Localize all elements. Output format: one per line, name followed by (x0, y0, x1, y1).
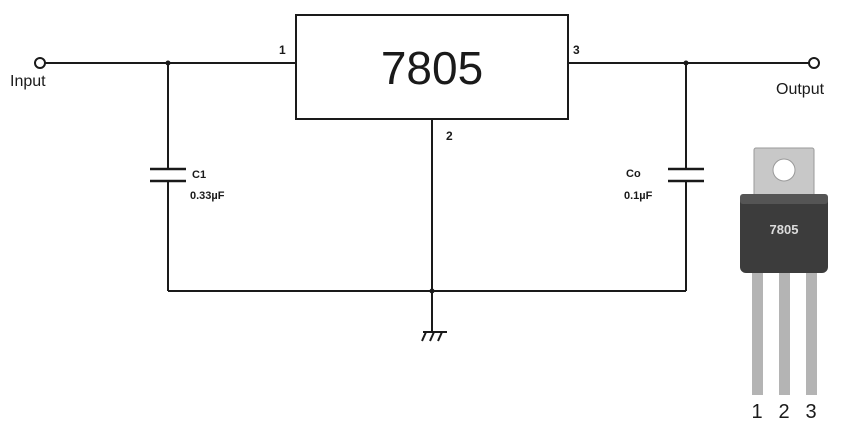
output-capacitor (668, 63, 704, 291)
package-marking: 7805 (770, 222, 799, 237)
package-lead-3-label: 3 (805, 401, 816, 423)
package-lead-2-label: 2 (778, 401, 789, 423)
output-capacitor-designator: Co (626, 168, 641, 180)
regulator-ic-box (295, 14, 569, 120)
pin-1-label: 1 (279, 43, 286, 57)
input-capacitor-designator: C1 (192, 169, 206, 181)
output-label: Output (776, 81, 825, 98)
input-terminal-node (34, 57, 46, 69)
input-capacitor-value: 0.33µF (190, 190, 225, 202)
package-mounting-hole (772, 158, 796, 182)
package-lead-1 (752, 265, 763, 395)
regulator-part-number: 7805 (381, 42, 483, 94)
input-capacitor (150, 63, 186, 291)
input-terminal (34, 57, 46, 69)
package-body-top-edge (740, 194, 828, 204)
pin-3-label: 3 (573, 43, 580, 57)
to220-package-illustration: 7805 (740, 147, 828, 395)
ground-junction-dot (429, 288, 435, 294)
output-capacitor-value: 0.1µF (624, 190, 653, 202)
output-terminal-node (808, 57, 820, 69)
output-terminal (808, 57, 820, 69)
package-lead-1-label: 1 (751, 401, 762, 423)
ground-symbol-icon (421, 331, 447, 342)
input-label: Input (10, 73, 46, 90)
package-lead-2 (779, 265, 790, 395)
package-lead-3 (806, 265, 817, 395)
package-body (740, 194, 828, 273)
pin-2-label: 2 (446, 129, 453, 143)
